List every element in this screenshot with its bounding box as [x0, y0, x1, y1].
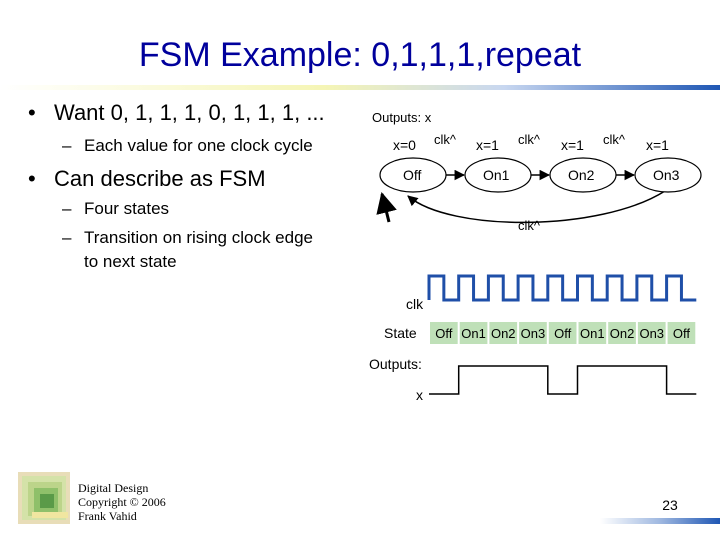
- state-off-label: Off: [403, 167, 422, 183]
- sub-bullet-transition: –Transition on rising clock edge: [62, 228, 313, 248]
- sub-bullet-dash: –: [62, 228, 72, 247]
- copyright-line-2: Copyright © 2006: [78, 495, 166, 509]
- copyright-line-1: Digital Design: [78, 481, 149, 495]
- state-cell-label: Off: [554, 326, 571, 341]
- sub-bullet-transition-cont: to next state: [84, 252, 177, 271]
- initial-state-arrow: [376, 191, 397, 223]
- state-off: [379, 157, 447, 193]
- state-cell: [608, 322, 636, 344]
- copyright-block: Digital Design Copyright © 2006 Frank Va…: [78, 481, 166, 523]
- state-cell: [459, 322, 488, 344]
- footer-gradient-bar: [600, 518, 720, 524]
- state-sequence-row: Off On1 On2 On3 Off On1 On2 On3 Off: [430, 322, 696, 344]
- slide-title: FSM Example: 0,1,1,1,repeat: [138, 36, 582, 74]
- state-cell: [519, 322, 547, 344]
- state-cell-label: Off: [435, 326, 452, 341]
- sub-bullet-four-states: –Four states: [62, 199, 169, 219]
- bullet-describe-fsm: • Can describe as FSM: [28, 166, 266, 192]
- state-action-on1: x=1: [476, 137, 499, 153]
- logo-icon: [18, 472, 70, 524]
- state-on3-label: On3: [653, 167, 680, 183]
- copyright-line-3: Frank Vahid: [78, 509, 137, 523]
- title-underline-bar: [0, 85, 720, 90]
- x-output-waveform: [429, 365, 697, 395]
- state-cell-label: On1: [580, 326, 605, 341]
- sub-bullet-dash: –: [62, 136, 72, 155]
- bullet-want: • Want 0, 1, 1, 1, 0, 1, 1, 1, ...: [28, 100, 325, 126]
- state-on2-label: On2: [568, 167, 595, 183]
- timing-x-label: x: [416, 387, 423, 403]
- state-cell-label: On2: [491, 326, 516, 341]
- bullet-dot: •: [28, 166, 36, 191]
- state-cell: [548, 322, 577, 344]
- sub-bullet-each-value-text: Each value for one clock cycle: [84, 136, 313, 155]
- state-cell: [578, 322, 607, 344]
- bullet-want-text: Want 0, 1, 1, 1, 0, 1, 1, 1, ...: [54, 100, 325, 125]
- transition-label-off-on1: clk^: [434, 132, 457, 147]
- state-cell: [430, 322, 458, 344]
- transition-label-on1-on2: clk^: [518, 132, 541, 147]
- state-on1-label: On1: [483, 167, 510, 183]
- bullet-dot: •: [28, 100, 36, 125]
- state-cell: [489, 322, 518, 344]
- transition-arrow-on3-off: [407, 190, 666, 224]
- bullet-describe-fsm-text: Can describe as FSM: [54, 166, 266, 191]
- state-cell-label: On3: [639, 326, 664, 341]
- state-cell-label: On2: [610, 326, 635, 341]
- clock-waveform: [427, 274, 697, 302]
- state-cell-label: On1: [461, 326, 486, 341]
- fsm-outputs-label: Outputs: x: [372, 110, 432, 125]
- timing-outputs-label: Outputs:: [369, 356, 422, 372]
- state-cell: [667, 322, 696, 344]
- sub-bullet-transition-text: Transition on rising clock edge: [84, 228, 313, 247]
- sub-bullet-each-value: –Each value for one clock cycle: [62, 136, 313, 156]
- slide-number: 23: [662, 497, 678, 513]
- state-on3: [634, 157, 702, 193]
- state-cell: [637, 322, 666, 344]
- state-action-on3: x=1: [646, 137, 669, 153]
- state-action-on2: x=1: [561, 137, 584, 153]
- state-action-off: x=0: [393, 137, 416, 153]
- timing-clk-label: clk: [406, 296, 424, 312]
- state-on2: [549, 157, 617, 193]
- timing-state-label: State: [384, 325, 417, 341]
- transition-label-on2-on3: clk^: [603, 132, 626, 147]
- sub-bullet-four-states-text: Four states: [84, 199, 170, 218]
- state-cell-label: On3: [521, 326, 546, 341]
- state-on1: [464, 157, 532, 193]
- state-cell-label: Off: [673, 326, 690, 341]
- sub-bullet-dash: –: [62, 199, 72, 218]
- transition-label-on3-off: clk^: [518, 218, 541, 233]
